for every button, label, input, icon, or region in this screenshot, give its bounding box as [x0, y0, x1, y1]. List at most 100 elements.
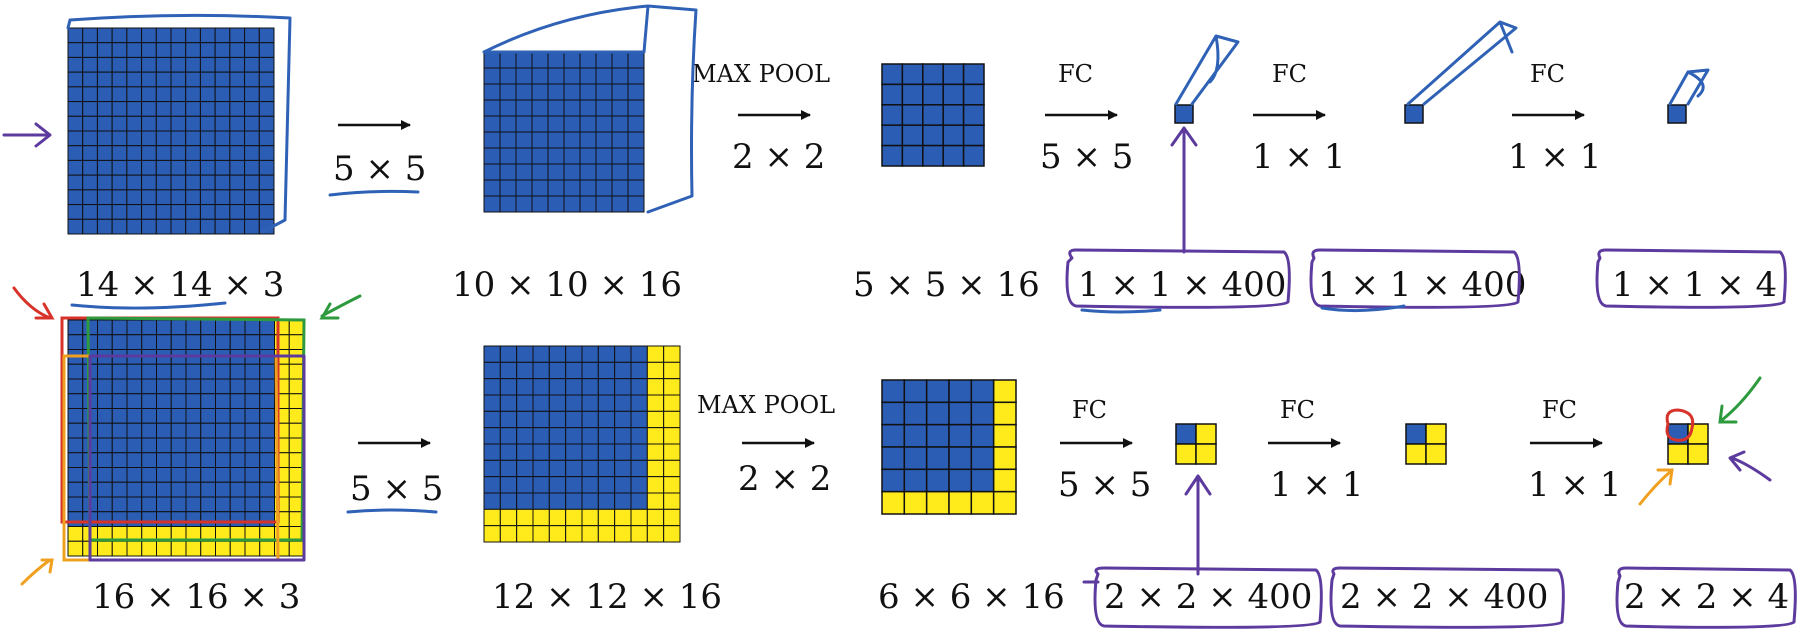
grid-cell: [258, 71, 275, 88]
grid-cell: [229, 363, 246, 380]
grid-cell: [563, 83, 581, 101]
grid-cell: [962, 104, 985, 126]
grid-cell: [663, 492, 681, 510]
grid-cell: [531, 179, 549, 197]
grid-cell: [663, 443, 681, 461]
grid-cell: [111, 334, 128, 350]
grid-cell: [185, 334, 202, 350]
grid-cell: [244, 511, 261, 527]
grid-cell: [97, 393, 113, 409]
grid-cell: [646, 345, 665, 363]
grid-cell: [627, 163, 645, 181]
grid-cell: [155, 189, 172, 206]
grid-cell: [563, 99, 581, 117]
grid-cell: [548, 378, 567, 396]
grid-cell: [185, 86, 201, 103]
grid-cell: [67, 467, 84, 483]
grid-cell: [141, 378, 157, 395]
grid-cell: [515, 131, 533, 149]
grid-cell: [67, 115, 84, 132]
top-pool-size: 2 × 2: [732, 137, 825, 177]
grid-cell: [646, 394, 665, 412]
grid-cell: [141, 174, 157, 191]
top-fc3-cell: [1667, 104, 1687, 124]
grid-cell: [97, 319, 113, 336]
grid-cell: [126, 511, 143, 527]
grid-cell: [595, 83, 613, 101]
grid-cell: [646, 410, 665, 429]
grid-cell: [200, 378, 216, 395]
grid-cell: [229, 540, 246, 557]
grid-cell: [992, 423, 1017, 448]
grid-cell: [611, 179, 629, 197]
grid-cell: [630, 443, 648, 461]
grid-cell: [579, 131, 597, 149]
grid-cell: [199, 86, 216, 103]
grid-cell: [214, 159, 231, 176]
grid-cell: [82, 115, 98, 132]
grid-cell: [67, 363, 84, 380]
grid-cell: [82, 218, 98, 235]
grid-cell: [531, 163, 549, 181]
grid-top-conv: [483, 51, 645, 213]
grid-cell: [499, 394, 518, 412]
grid-cell: [185, 437, 202, 454]
grid-cell: [663, 427, 681, 445]
grid-cell: [185, 540, 202, 557]
grid-cell: [126, 218, 143, 235]
grid-cell: [611, 67, 629, 85]
grid-cell: [597, 459, 616, 478]
grid-cell: [155, 71, 172, 88]
grid-cell: [881, 144, 904, 167]
grid-cell: [67, 511, 84, 527]
grid-cell: [614, 492, 632, 510]
grid-cell: [597, 492, 616, 510]
grid-cell: [214, 101, 231, 117]
bottom-fc3-purple-arrow: [1728, 450, 1772, 482]
grid-cell: [126, 481, 143, 498]
grid-cell: [244, 540, 261, 557]
grid-cell: [258, 130, 275, 147]
grid-cell: [244, 437, 261, 454]
grid-cell: [82, 334, 98, 350]
grid-cell: [215, 481, 231, 498]
grid-cell: [597, 378, 616, 396]
grid-cell: [532, 459, 550, 478]
top-fc2-size: 1 × 1: [1252, 137, 1345, 177]
grid-cell: [156, 393, 172, 409]
grid-cell: [581, 508, 599, 527]
grid-cell: [547, 163, 565, 181]
top-fc3-title: FC: [1530, 60, 1565, 88]
bottom-fc1-size: 5 × 5: [1058, 465, 1151, 505]
grid-cell: [992, 468, 1017, 493]
grid-cell: [483, 394, 501, 412]
grid-cell: [141, 218, 157, 235]
grid-cell: [244, 56, 260, 73]
grid-cell: [170, 363, 187, 380]
grid-cell: [581, 394, 599, 412]
grid-cell: [942, 124, 965, 147]
grid-cell: [595, 131, 613, 149]
grid-cell: [547, 115, 565, 133]
grid-cell: [581, 410, 599, 429]
grid-cell: [259, 408, 275, 424]
top-fc1-volume-sketch: [1174, 34, 1240, 106]
grid-cell: [547, 179, 565, 197]
grid-cell: [170, 86, 187, 103]
grid-cell: [215, 393, 231, 409]
grid-cell: [155, 159, 172, 176]
grid-cell: [126, 437, 143, 454]
bottom-conv-out-label: 12 × 12 × 16: [492, 577, 722, 617]
grid-cell: [67, 452, 84, 468]
grid-cell: [200, 452, 216, 468]
grid-cell: [126, 189, 143, 206]
grid-cell: [548, 525, 567, 543]
grid-cell: [630, 345, 648, 363]
grid-cell: [96, 42, 113, 58]
grid-cell: [646, 459, 665, 478]
grid-cell: [565, 508, 583, 527]
bottom-fc3-size: 1 × 1: [1528, 465, 1621, 505]
grid-cell: [581, 427, 599, 445]
grid-cell: [259, 437, 275, 454]
grid-cell: [244, 408, 261, 424]
